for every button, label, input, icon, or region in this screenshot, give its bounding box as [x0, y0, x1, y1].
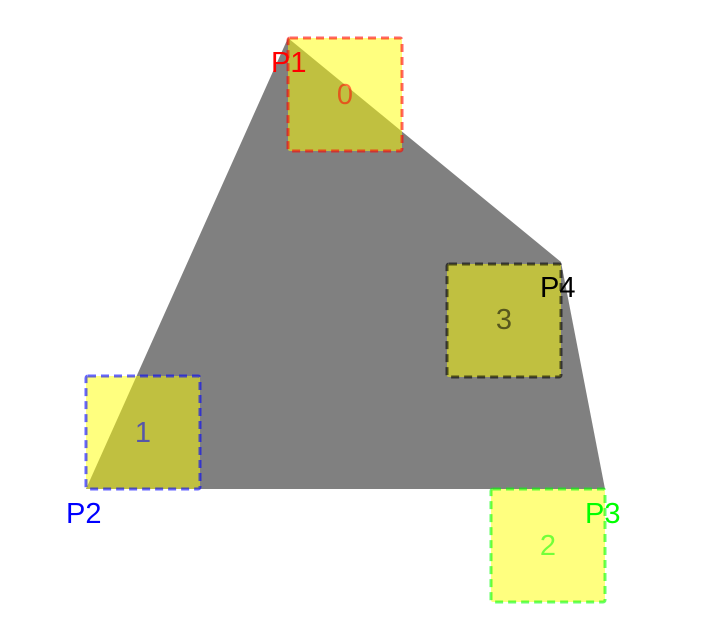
vertex-label-p2: P2: [66, 498, 101, 530]
box-0-label: 0: [337, 79, 353, 111]
box-1: 1: [84, 374, 202, 491]
vertex-label-p3: P3: [585, 498, 620, 530]
box-2-label: 2: [540, 530, 556, 562]
box-2: 2: [489, 487, 607, 604]
vertex-label-p1: P1: [271, 47, 306, 79]
box-3: 3: [445, 262, 563, 379]
box-3-rect: [445, 262, 563, 379]
box-1-label: 1: [135, 417, 151, 449]
box-0-rect: [286, 36, 404, 153]
box-1-rect: [84, 374, 202, 491]
vertex-label-p4: P4: [540, 272, 575, 304]
box-0: 0: [286, 36, 404, 153]
box-3-label: 3: [496, 304, 512, 336]
box-2-rect: [489, 487, 607, 604]
